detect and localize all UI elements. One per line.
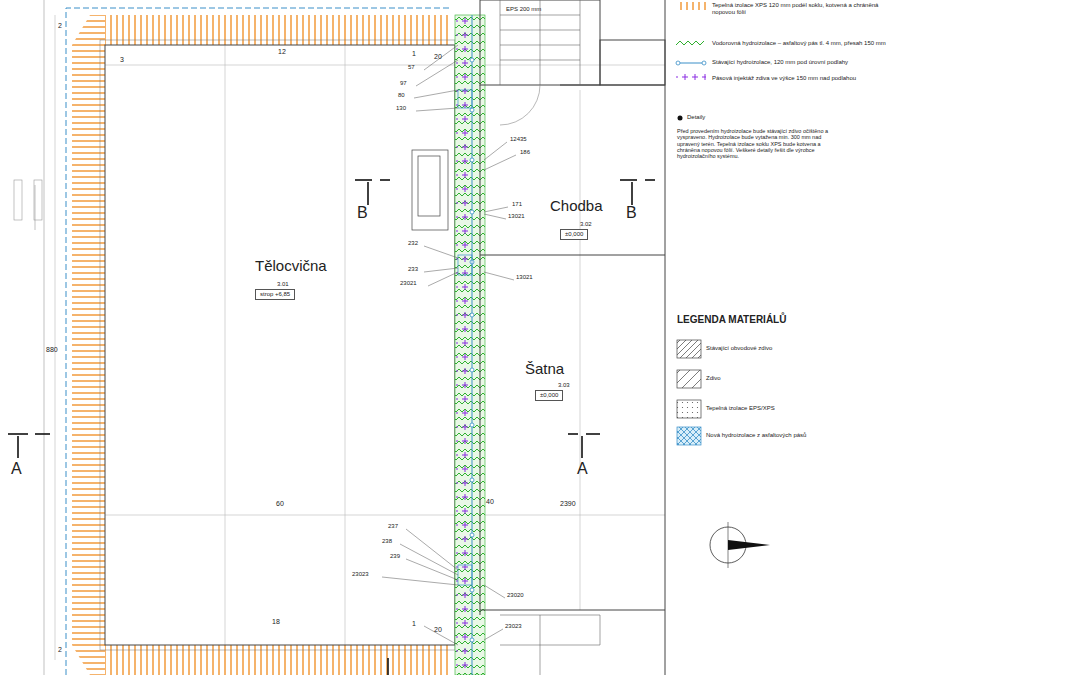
legend-text: Stávající hydroizolace, 120 mm pod úrovn… [712,59,892,66]
room: Šatna 3.03±0,000 [480,255,665,610]
section-mark: A [11,460,22,478]
legend-text: Stávající obvodové zdivo [706,345,886,352]
room-note: strop +6,85 [255,289,295,300]
room-note: 3.02 [580,221,592,228]
section-mark: B [626,204,637,222]
callout-number: 2 [58,646,62,654]
callout-number: 40 [486,498,494,506]
callout-number: 23020 [507,592,524,599]
section-mark: A [577,460,588,478]
callout-number: LEGENDA MATERIÁLŮ [677,314,786,326]
callout-number: 186 [520,149,530,156]
legend-text: Zdivo [706,375,886,382]
legend-text: Pásová injektáž zdiva ve výšce 150 mm na… [712,75,892,82]
room: Chodba 3.02±0,000 [480,85,665,255]
callout-number: 23021 [400,280,417,287]
callout-number: 20 [434,626,442,634]
callout-number: 237 [388,523,398,530]
callout-number: 12 [278,48,286,56]
callout-number: 13021 [516,274,533,281]
callout-number: 23023 [352,571,369,578]
callout-number: 239 [390,553,400,560]
callout-number: 2390 [560,500,576,508]
callout-number: 2 [58,22,62,30]
callout-number: 171 [512,201,522,208]
room-name: Šatna [525,360,564,377]
callout-number: Detaily [687,114,705,121]
section-mark: B [357,204,368,222]
callout-number: 57 [408,64,415,71]
room: Tělocvična 3.01strop +6,85 [105,45,455,645]
legend-text: Tepelná izolace EPS/XPS [706,405,886,412]
callout-number: 60 [276,500,284,508]
callout-number: 23023 [505,623,522,630]
callout-number: 232 [408,240,418,247]
callout-number: 97 [400,80,407,87]
callout-number: 20 [434,53,442,61]
callout-number: 12435 [510,136,527,143]
room-note: ±0,000 [535,390,563,401]
callout-number: 18 [272,618,280,626]
callout-number: 80 [398,92,405,99]
callout-number: EPS 200 mm [506,6,541,13]
room-note: 3.01 [277,281,289,288]
legend-text: Tepelná izolace XPS 120 mm podél soklu, … [712,2,892,16]
note-text: Před provedením hydroizolace bude stávaj… [677,128,837,160]
legend-text: Vodorovná hydroizolace – asfaltový pás t… [712,40,892,47]
callout-number: 130 [396,105,406,112]
room-name: Tělocvična [255,257,327,274]
callout-number: 238 [382,538,392,545]
callout-number: 1 [412,620,416,628]
room-note: 3.03 [558,382,570,389]
callout-number: 3 [120,56,124,64]
room-name: Chodba [550,197,603,214]
callout-number: 880 [46,346,58,354]
legend-text: Nová hydroizolace z asfaltových pásů [706,432,886,439]
callout-number: 1 [412,50,416,58]
room-note: ±0,000 [560,229,588,240]
callout-number: 233 [408,266,418,273]
callout-number: 13021 [508,213,525,220]
